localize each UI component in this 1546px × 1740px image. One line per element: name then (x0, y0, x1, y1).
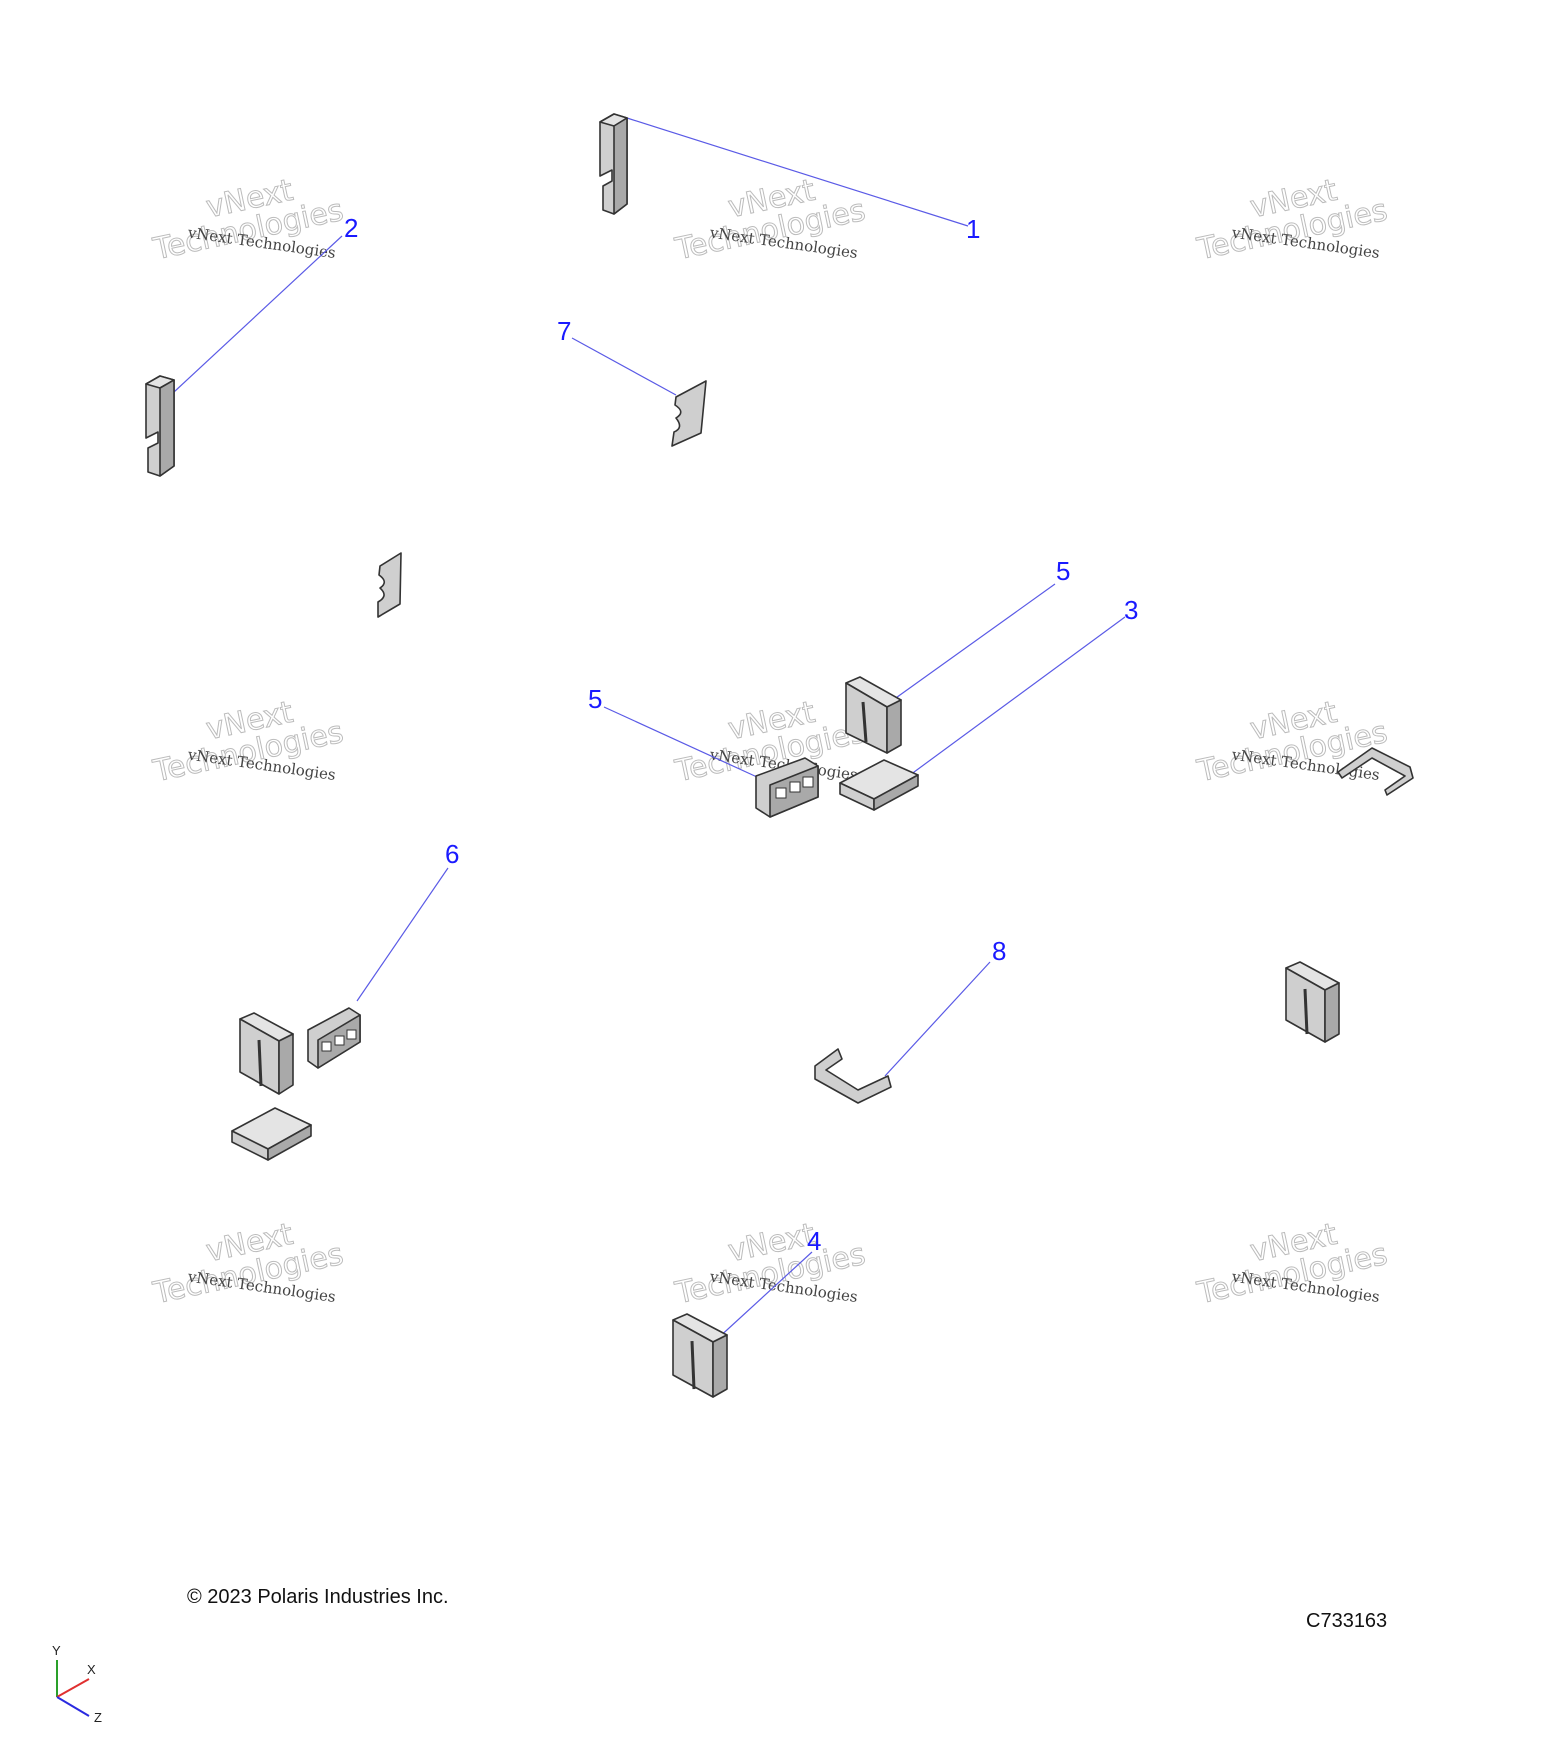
leader-2 (173, 235, 343, 393)
leader-5a (892, 583, 1056, 701)
z-axis-label: Z (94, 1710, 102, 1725)
callout-4: 4 (807, 1226, 821, 1256)
callout-7: 7 (557, 316, 571, 346)
x-axis-label: X (87, 1662, 96, 1677)
leader-4 (715, 1251, 813, 1341)
callout-5a: 5 (1056, 556, 1070, 586)
leader-7 (571, 337, 677, 396)
y-axis-label: Y (52, 1643, 61, 1658)
part-2-bracket (145, 375, 175, 477)
axis-triad: Y X Z (52, 1643, 102, 1725)
leader-5b (603, 706, 758, 778)
copyright-text: © 2023 Polaris Industries Inc. (187, 1586, 449, 1608)
z-axis (56, 1696, 90, 1717)
callout-8: 8 (992, 936, 1006, 966)
callout-3: 3 (1124, 595, 1138, 625)
part-1-bracket (599, 113, 628, 215)
watermark: vNext Technologies vNext Technologies (671, 172, 869, 268)
part-8-u-clip (814, 1048, 892, 1104)
callout-5b: 5 (588, 684, 602, 714)
leader-lines (173, 117, 1126, 1341)
leader-6 (356, 867, 449, 1002)
grommet-block (239, 1012, 294, 1095)
x-axis (56, 1678, 90, 1698)
callout-1: 1 (966, 214, 980, 244)
watermark: vNext Technologies vNext Technologies (1193, 172, 1391, 268)
watermark: vNext Technologies vNext Technologies (149, 172, 347, 268)
part-6-connector (307, 1007, 361, 1069)
watermark: vNext Technologies vNext Technologies (1193, 1216, 1391, 1312)
callout-6: 6 (445, 839, 459, 869)
notched-plate (377, 552, 402, 618)
grommet-block-right (1285, 961, 1340, 1043)
leader-3 (909, 616, 1126, 776)
leader-1 (626, 117, 969, 227)
part-7-notched-plate (671, 380, 707, 447)
watermark: vNext Technologies vNext Technologies (149, 694, 347, 790)
part-4-block (672, 1313, 728, 1398)
flat-pad (231, 1107, 312, 1161)
watermark: vNext Technologies vNext Technologies (149, 1216, 347, 1312)
part-5-connector (755, 757, 819, 818)
part-5-block (845, 676, 902, 754)
part-3-pad (839, 759, 919, 811)
leader-8 (884, 961, 991, 1077)
callout-2: 2 (344, 213, 358, 243)
figure-id: C733163 (1306, 1610, 1388, 1632)
callouts: 1 2 3 4 5 5 6 7 8 (344, 213, 1138, 1256)
watermarks: vNext Technologies vNext Technologies vN… (149, 172, 1391, 1312)
u-clip (1337, 747, 1414, 796)
